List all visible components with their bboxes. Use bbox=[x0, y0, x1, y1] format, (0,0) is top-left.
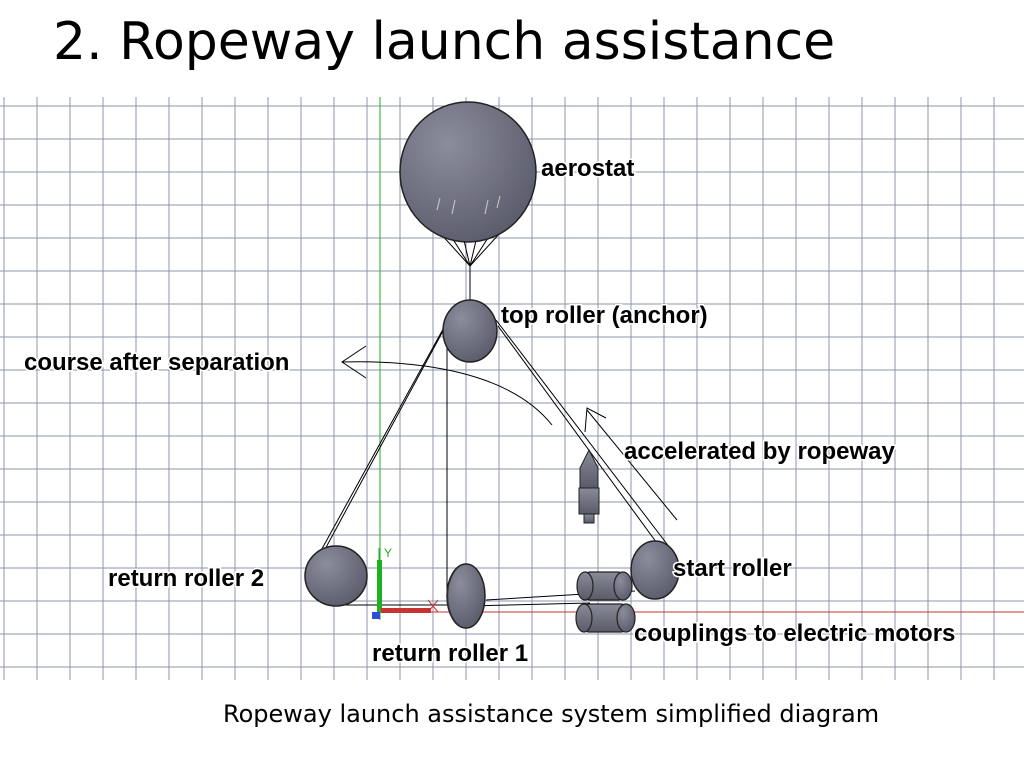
course-after-separation-path bbox=[341, 345, 553, 426]
ropeway-cable bbox=[317, 317, 671, 607]
label-course-after-separation: course after separation bbox=[24, 349, 289, 376]
aerostat bbox=[399, 101, 537, 243]
diagram-caption: Ropeway launch assistance system simplif… bbox=[223, 700, 880, 728]
label-couplings: couplings to electric motors bbox=[634, 620, 955, 647]
grid bbox=[0, 97, 1024, 680]
label-return-roller-2: return roller 2 bbox=[108, 565, 264, 592]
return-roller-2 bbox=[304, 545, 368, 607]
label-return-roller-1: return roller 1 bbox=[372, 640, 528, 667]
motor-couplings bbox=[575, 571, 636, 633]
start-roller bbox=[630, 540, 680, 600]
acceleration-arrow bbox=[584, 407, 678, 521]
ucs-y-label: Y bbox=[384, 546, 392, 560]
return-roller-1 bbox=[446, 563, 486, 629]
slide-title: 2. Ropeway launch assistance bbox=[53, 12, 836, 72]
ucs-icon: Y bbox=[372, 546, 439, 619]
label-start-roller: start roller bbox=[673, 555, 792, 582]
rocket bbox=[578, 448, 600, 524]
top-roller bbox=[442, 299, 498, 363]
label-top-roller: top roller (anchor) bbox=[501, 302, 708, 329]
ropeway-diagram: Y aerostat top roller (anchor) course af… bbox=[0, 97, 1024, 680]
label-aerostat: aerostat bbox=[541, 155, 634, 182]
label-accelerated-by-ropeway: accelerated by ropeway bbox=[624, 438, 895, 465]
